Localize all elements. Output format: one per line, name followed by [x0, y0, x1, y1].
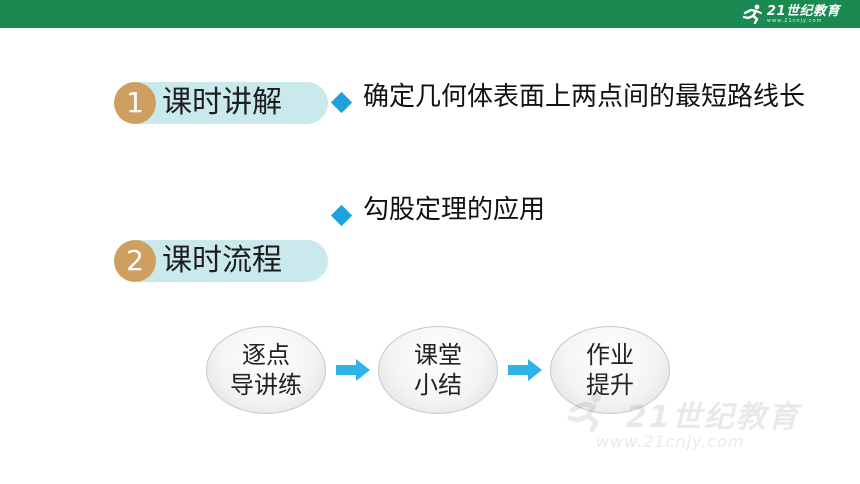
flow-step-line: 小结 — [414, 371, 462, 399]
brand-url: www.21cnjy.com — [766, 17, 823, 24]
watermark-name: 21世纪教育 — [626, 400, 800, 435]
watermark-url: www.21cnjy.com — [596, 432, 745, 451]
flow-step-homework: 作业 提升 — [550, 326, 670, 414]
brand-name: 21世纪教育 — [766, 3, 840, 19]
bullet-text: 勾股定理的应用 — [363, 195, 546, 225]
diamond-bullet-icon — [330, 91, 353, 114]
bullet-item: 确定几何体表面上两点间的最短路线长 — [330, 82, 814, 123]
section-label: 课时讲解 — [162, 85, 282, 120]
arrow-right-icon — [508, 359, 542, 381]
arrow-right-icon — [336, 359, 370, 381]
flow-step-line: 作业 — [586, 341, 634, 369]
flow-step-line: 提升 — [586, 371, 634, 399]
top-bar: 21世纪教育 www.21cnjy.com — [0, 0, 860, 28]
flow-step-line: 课堂 — [414, 341, 462, 369]
diamond-bullet-icon — [330, 204, 353, 227]
section-number: 1 — [114, 82, 156, 124]
runner-watermark-icon — [567, 393, 601, 432]
watermark: 21世纪教育 www.21cnjy.com — [536, 390, 826, 454]
bullet-text: 确定几何体表面上两点间的最短路线长 — [363, 82, 806, 112]
runner-logo-icon — [742, 4, 762, 24]
bullet-item: 勾股定理的应用 — [330, 195, 545, 236]
flow-step-line: 逐点 — [242, 341, 290, 369]
section-label: 课时流程 — [162, 243, 282, 278]
section-number: 2 — [114, 240, 156, 282]
section-pill — [136, 82, 328, 124]
flow-step-summary: 课堂 小结 — [378, 326, 498, 414]
flow-step-line: 导讲练 — [230, 371, 302, 399]
flow-step-practice: 逐点 导讲练 — [206, 326, 326, 414]
section-pill — [136, 240, 328, 282]
brand-logo: 21世纪教育 www.21cnjy.com — [742, 3, 840, 25]
